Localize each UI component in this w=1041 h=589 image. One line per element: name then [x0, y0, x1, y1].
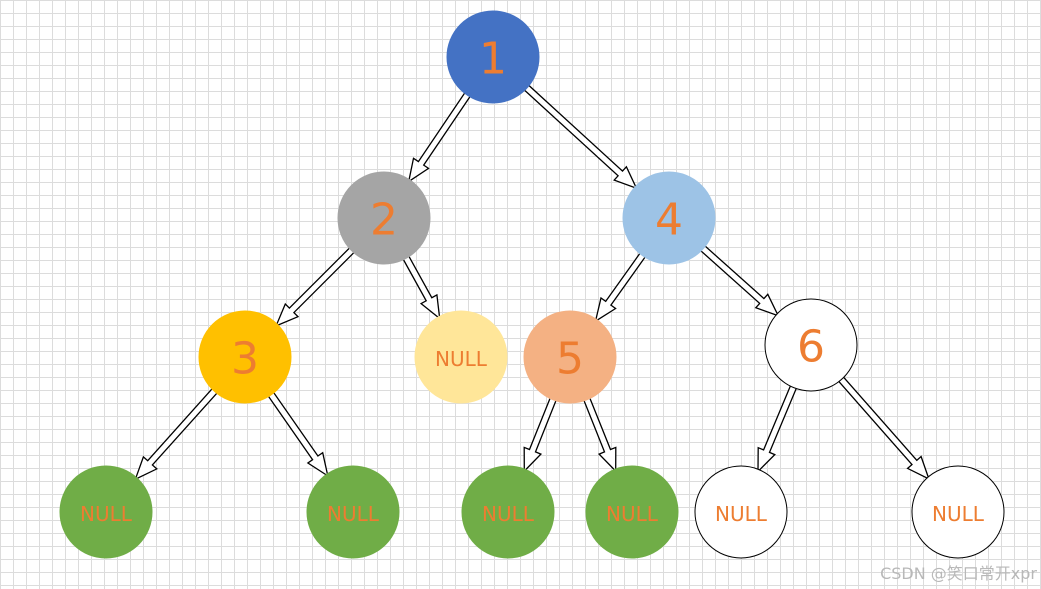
node-circle — [764, 298, 858, 392]
node-label: NULL — [435, 347, 488, 371]
node-circle — [622, 171, 716, 265]
tree-node-n3: 3 — [198, 310, 292, 404]
node-label: NULL — [606, 502, 659, 526]
node-label: 2 — [370, 195, 398, 246]
node-circle — [414, 310, 508, 404]
edge-arrow-n6-n6l — [757, 379, 800, 473]
watermark: CSDN @笑口常开xpr — [880, 564, 1037, 583]
edge-arrow-n1-n2 — [407, 87, 475, 184]
tree-node-n5r: NULL — [585, 465, 679, 559]
node-circle — [911, 465, 1005, 559]
node-circle — [59, 465, 153, 559]
node-circle — [198, 310, 292, 404]
node-circle — [337, 171, 431, 265]
tree-node-n2r: NULL — [414, 310, 508, 404]
node-circle — [694, 465, 788, 559]
edge-arrow-n4-n6 — [695, 241, 780, 317]
edges-layer — [134, 80, 931, 481]
tree-node-n3l: NULL — [59, 465, 153, 559]
node-circle — [306, 465, 400, 559]
tree-node-n5l: NULL — [461, 465, 555, 559]
edge-arrow-n6-n6r — [834, 371, 931, 481]
node-circle — [523, 310, 617, 404]
edge-arrow-n2-n3 — [274, 243, 359, 328]
node-label: 5 — [556, 334, 584, 385]
tree-node-n2: 2 — [337, 171, 431, 265]
node-label: 6 — [797, 322, 825, 373]
tree-node-n6l: NULL — [694, 465, 788, 559]
tree-node-n6: 6 — [764, 298, 858, 392]
node-label: 3 — [231, 334, 259, 385]
node-label: 4 — [655, 195, 683, 246]
node-label: NULL — [327, 502, 380, 526]
edge-arrow-n5-n5r — [581, 392, 617, 473]
node-circle — [461, 465, 555, 559]
edge-arrow-n5-n5l — [523, 392, 559, 473]
node-label: NULL — [715, 502, 768, 526]
tree-node-n5: 5 — [523, 310, 617, 404]
node-circle — [585, 465, 679, 559]
node-label: 1 — [479, 34, 507, 85]
node-label: NULL — [80, 502, 133, 526]
node-label: NULL — [482, 502, 535, 526]
tree-node-n3r: NULL — [306, 465, 400, 559]
node-circle — [446, 10, 540, 104]
edge-arrow-n3-n3l — [134, 383, 222, 481]
tree-node-n1: 1 — [446, 10, 540, 104]
tree-node-n6r: NULL — [911, 465, 1005, 559]
edge-arrow-n4-n5 — [594, 247, 650, 323]
edge-arrow-n3-n3r — [264, 387, 329, 478]
node-label: NULL — [932, 502, 985, 526]
edge-arrow-n1-n4 — [519, 80, 638, 190]
edge-arrow-n2-n2r — [399, 250, 441, 320]
tree-node-n4: 4 — [622, 171, 716, 265]
